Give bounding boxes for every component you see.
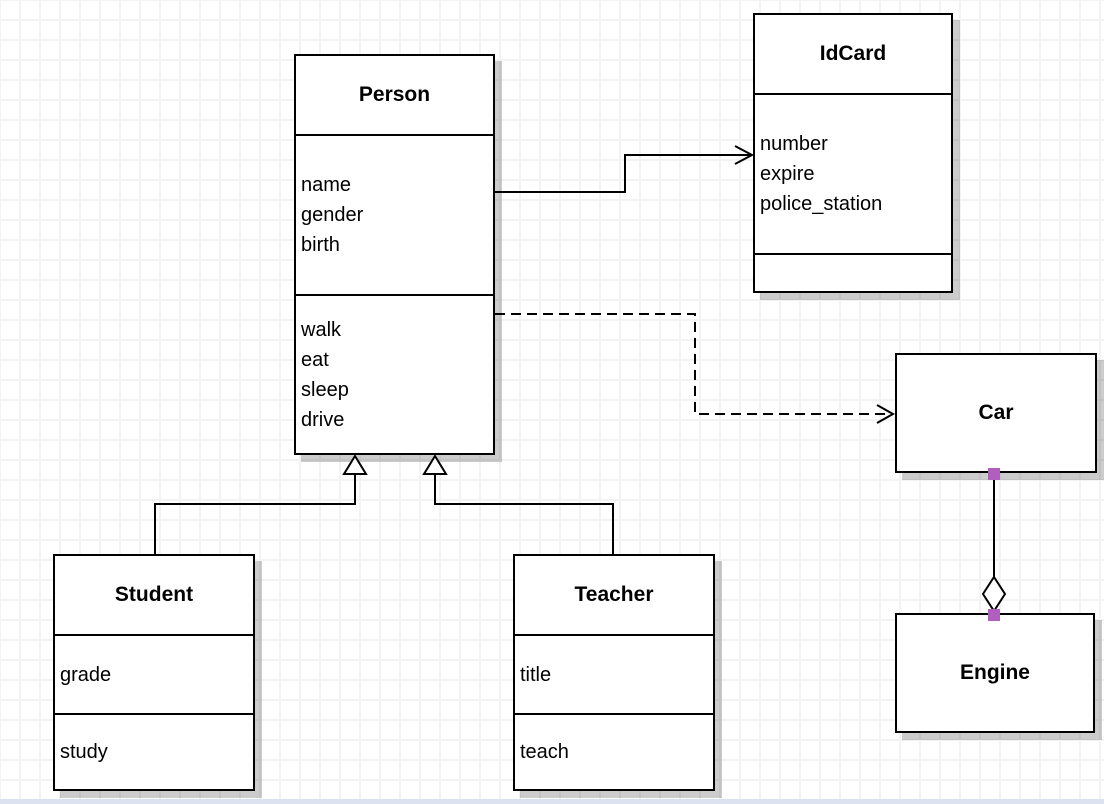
edge-dependency-person-car[interactable]	[495, 313, 896, 424]
class-method: sleep	[301, 378, 349, 401]
class-attribute: grade	[60, 663, 112, 686]
class-title-idcard: IdCard	[819, 42, 887, 65]
class-box-car[interactable]: Car	[895, 353, 1097, 473]
class-title-teacher: Teacher	[574, 583, 654, 606]
methods-section-teacher: teach	[515, 713, 713, 789]
class-method: teach	[520, 741, 569, 763]
edge-generalization-teacher-person[interactable]	[422, 454, 614, 554]
class-title-car: Car	[978, 401, 1014, 424]
class-title-student: Student	[114, 583, 194, 606]
class-box-person[interactable]: Person name gender birth walk eat sleep …	[294, 54, 495, 455]
edge-association-person-idcard[interactable]	[495, 145, 755, 193]
edge-aggregation-car-engine[interactable]	[981, 468, 1007, 621]
attributes-section-idcard: number expire police_station	[755, 93, 951, 253]
attributes-section-teacher: title	[515, 634, 713, 713]
class-box-teacher[interactable]: Teacher title teach	[513, 554, 715, 791]
class-attribute: number	[760, 133, 828, 155]
window-bottom-edge	[0, 799, 1104, 804]
class-box-idcard[interactable]: IdCard number expire police_station	[753, 13, 953, 293]
class-box-engine[interactable]: Engine	[895, 613, 1095, 733]
class-method: drive	[301, 408, 345, 431]
class-method: eat	[301, 348, 329, 371]
attributes-section-student: grade	[55, 634, 253, 713]
edge-generalization-student-person[interactable]	[154, 454, 368, 554]
methods-section-person: walk eat sleep drive	[296, 294, 493, 453]
class-box-student[interactable]: Student grade study	[53, 554, 255, 791]
class-attribute: expire	[760, 163, 815, 185]
class-attribute: police_station	[760, 193, 883, 215]
class-attribute: gender	[301, 204, 364, 226]
class-attribute: birth	[301, 234, 340, 256]
class-title-person: Person	[358, 83, 431, 106]
attributes-section-person: name gender birth	[296, 134, 493, 294]
class-attribute: title	[520, 663, 552, 686]
methods-section-idcard	[755, 253, 951, 291]
class-attribute: name	[301, 174, 352, 196]
class-title-engine: Engine	[959, 661, 1030, 684]
methods-section-student: study	[55, 713, 253, 789]
class-method: walk	[301, 318, 342, 341]
class-method: study	[60, 741, 108, 763]
